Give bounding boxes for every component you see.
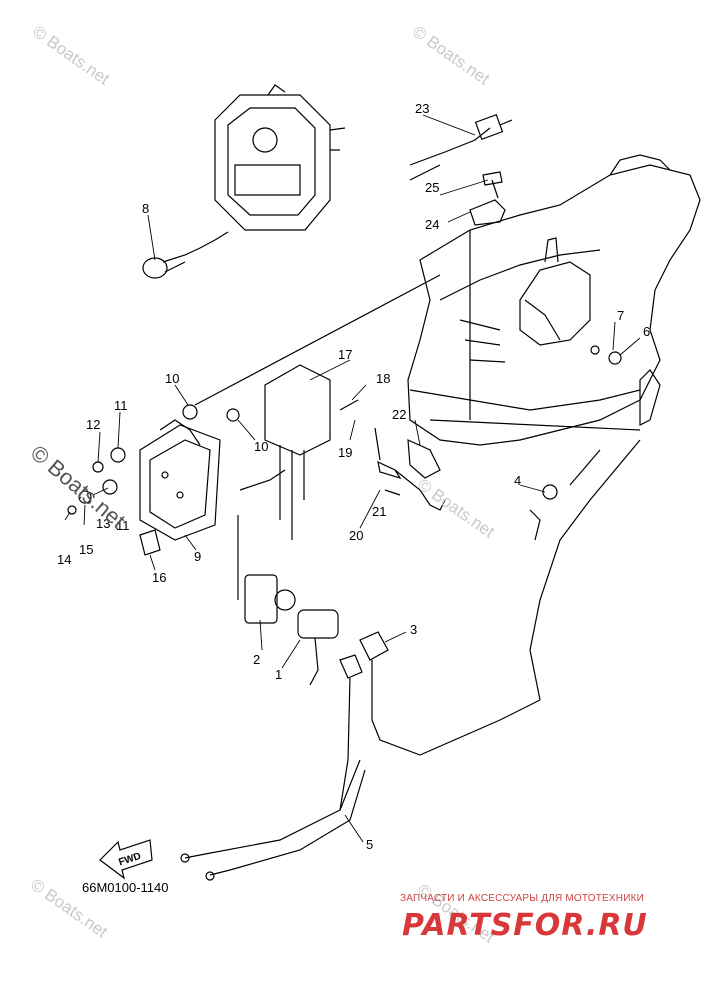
callout-18: 18 bbox=[376, 371, 390, 386]
callout-6: 6 bbox=[643, 324, 650, 339]
callout-3: 3 bbox=[410, 622, 417, 637]
sensor-lead-part-23 bbox=[409, 114, 513, 181]
module-part-17 bbox=[239, 364, 331, 540]
callout-leaders bbox=[64, 114, 641, 843]
callout-1: 1 bbox=[275, 667, 282, 682]
engine-block bbox=[407, 154, 701, 446]
callout-21: 21 bbox=[372, 504, 386, 519]
callout-14: 14 bbox=[57, 552, 71, 567]
callout-5: 5 bbox=[366, 837, 373, 852]
callout-7: 7 bbox=[617, 308, 624, 323]
callout-15: 15 bbox=[79, 542, 93, 557]
callout-2: 2 bbox=[253, 652, 260, 667]
bracket-part-9 bbox=[139, 419, 239, 600]
coil-part-2 bbox=[244, 574, 296, 624]
callout-10a: 10 bbox=[165, 371, 179, 386]
callout-11b: 11 bbox=[116, 518, 130, 533]
callout-10b: 10 bbox=[254, 439, 268, 454]
plug-caps-part-3 bbox=[339, 369, 661, 811]
leader-line bbox=[194, 274, 441, 406]
callout-25: 25 bbox=[425, 180, 439, 195]
fwd-arrow: FWD bbox=[99, 839, 153, 880]
callout-22: 22 bbox=[392, 407, 406, 422]
site-logo: PARTSFOR.RU bbox=[402, 908, 648, 943]
part-20-22 bbox=[377, 439, 446, 511]
callout-9: 9 bbox=[194, 549, 201, 564]
bracket-part-24 bbox=[469, 171, 506, 226]
hardware-right bbox=[542, 345, 622, 500]
callout-12: 12 bbox=[86, 417, 100, 432]
callout-16: 16 bbox=[152, 570, 166, 585]
callout-24: 24 bbox=[425, 217, 439, 232]
callout-4: 4 bbox=[514, 473, 521, 488]
part-1 bbox=[297, 609, 339, 686]
callout-8: 8 bbox=[142, 201, 149, 216]
sensor-part-8 bbox=[142, 231, 229, 279]
callout-20: 20 bbox=[349, 528, 363, 543]
callout-labels: 1 2 3 4 5 6 7 8 9 10 10 11 11 12 13 14 1… bbox=[57, 101, 650, 852]
callout-17: 17 bbox=[338, 347, 352, 362]
battery-cable-part-5 bbox=[180, 759, 366, 881]
callout-19: 19 bbox=[338, 445, 352, 460]
callout-23: 23 bbox=[415, 101, 429, 116]
part-18-19 bbox=[339, 399, 381, 461]
callout-11a: 11 bbox=[114, 398, 128, 413]
callout-13: 13 bbox=[96, 516, 110, 531]
promo-text: ЗАПЧАСТИ И АКСЕССУАРЫ ДЛЯ МОТОТЕХНИКИ bbox=[400, 893, 645, 904]
diagram-code: 66M0100-1140 bbox=[82, 880, 169, 895]
housing-part-8 bbox=[214, 84, 346, 231]
